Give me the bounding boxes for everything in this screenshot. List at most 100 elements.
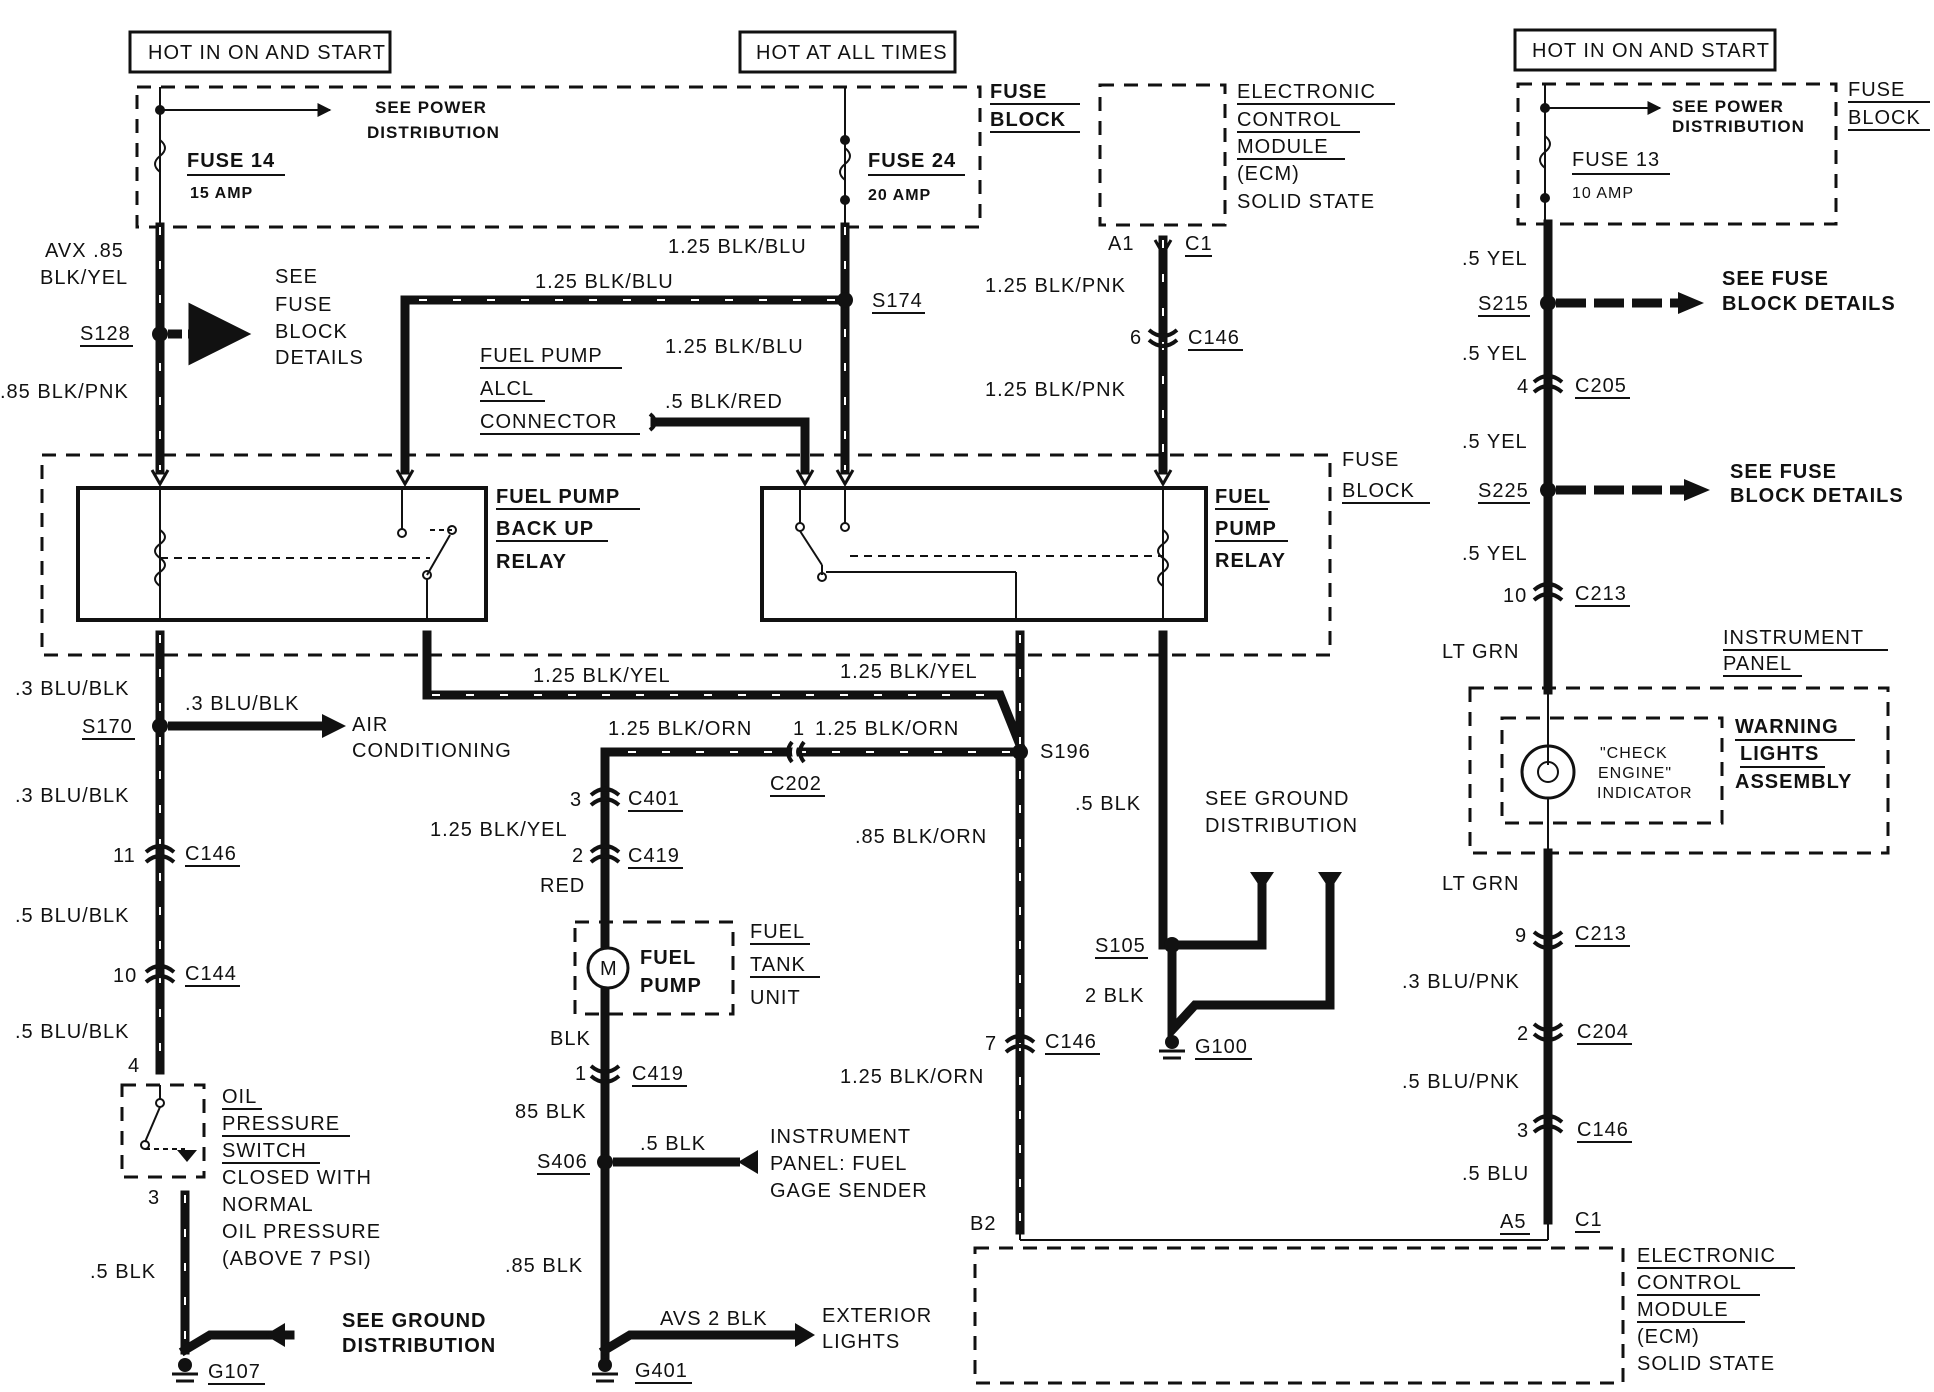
left-c144-pin: 10: [113, 965, 137, 987]
ecm-top-line4: (ECM): [1237, 163, 1300, 185]
ecm-bottom: ELECTRONIC CONTROL MODULE (ECM) SOLID ST…: [973, 1220, 1795, 1385]
see-fuse-arrow-1-icon: [1678, 292, 1704, 314]
see-power-distribution-r2: DISTRIBUTION: [1672, 117, 1805, 136]
splice-s170: S170: [82, 716, 133, 738]
power-label-right-text: HOT IN ON AND START: [1532, 40, 1770, 62]
right-wire-5: LT GRN: [1442, 641, 1520, 663]
right-see-fuse-2a: SEE FUSE: [1730, 461, 1837, 483]
c419-a: C419: [628, 845, 680, 867]
power-label-right: HOT IN ON AND START: [1513, 28, 1777, 72]
left-wire-5blk: .5 BLK: [90, 1261, 156, 1283]
left-wire-blublk-4: .5 BLU/BLK: [15, 1021, 130, 1043]
middle-circuit: 1.25 BLK/BLU S174 1.25 BLK/BLU 1.25 BLK/…: [150, 222, 1173, 1384]
c146-ecm-connector-icon: [1147, 328, 1179, 338]
left-see-fuse-1: SEE: [275, 266, 318, 288]
left-wire-blublk-2: .3 BLU/BLK: [15, 785, 130, 807]
splice-s128: S128: [80, 323, 131, 345]
air-conditioning-2: CONDITIONING: [352, 740, 512, 762]
fuse-block-right-title2: BLOCK: [1848, 107, 1921, 129]
wire-blkblu-b: 1.25 BLK/BLU: [535, 271, 674, 293]
wire-85blk-b: .85 BLK: [505, 1255, 583, 1277]
fuse-14-icon: [154, 139, 166, 173]
see-power-distribution-2: DISTRIBUTION: [367, 123, 500, 142]
ecm-bottom-line4: (ECM): [1637, 1326, 1700, 1348]
fuse-13-icon: [1539, 135, 1551, 169]
ecm-bottom-line2: CONTROL: [1637, 1272, 1742, 1294]
alcl-label-3: CONNECTOR: [480, 411, 618, 433]
left-see-fuse-3: BLOCK: [275, 321, 348, 343]
fuse-block-mid-title2: BLOCK: [1342, 480, 1415, 502]
c213-a-connector-icon: [1532, 582, 1564, 592]
exterior-lights-arrow-icon: [795, 1323, 815, 1347]
c213-pin-b: 9: [1515, 925, 1527, 947]
fuse-block-top-title2: BLOCK: [990, 109, 1066, 131]
left-wire-blkyel: BLK/YEL: [40, 267, 128, 289]
ecm-bottom-line3: MODULE: [1637, 1299, 1729, 1321]
check-engine-2: ENGINE": [1598, 765, 1672, 782]
fpr-label3: RELAY: [1215, 550, 1286, 572]
fuel-pump-label-2: PUMP: [640, 975, 702, 997]
left-see-ground-1: SEE GROUND: [342, 1310, 486, 1332]
pin-b2: B2: [970, 1213, 996, 1235]
fuse-block-right: FUSE BLOCK SEE POWER DISTRIBUTION FUSE 1…: [1516, 79, 1930, 226]
fuse-14-label: FUSE 14: [187, 150, 275, 172]
ecm-top-line5: SOLID STATE: [1237, 191, 1375, 213]
fuse-13-amp: 10 AMP: [1572, 185, 1634, 202]
wire-blkblu-c: 1.25 BLK/BLU: [665, 336, 804, 358]
fuse-24-amp: 20 AMP: [868, 187, 931, 204]
splice-s196: S196: [1040, 741, 1091, 763]
backup-relay-label3: RELAY: [496, 551, 567, 573]
left-wire-blublk-1: .3 BLU/BLK: [15, 678, 130, 700]
wire-blkyel-c: 1.25 BLK/YEL: [430, 819, 568, 841]
motor-label: M: [600, 958, 618, 980]
ground-dist-arrow-1-icon: [1250, 872, 1274, 890]
alcl-label-2: ALCL: [480, 378, 534, 400]
right-wire-7: .3 BLU/PNK: [1402, 971, 1520, 993]
fuel-tank-label-2: TANK: [750, 954, 806, 976]
left-wire-avx: AVX .85: [45, 240, 124, 262]
c419-a-connector-icon: [589, 844, 621, 854]
fuse-block-top-title: FUSE: [990, 81, 1047, 103]
c146-mid-connector-icon: [1004, 1034, 1036, 1044]
exterior-lights-2: LIGHTS: [822, 1331, 900, 1353]
ip-gage-3: GAGE SENDER: [770, 1180, 928, 1202]
wire-85blk: 85 BLK: [515, 1101, 587, 1123]
ecm-c146: C146: [1188, 327, 1240, 349]
left-s170-branch-wire: .3 BLU/BLK: [185, 693, 300, 715]
oil-label-1: OIL: [222, 1086, 257, 1108]
see-power-distribution-1: SEE POWER: [375, 98, 487, 117]
alcl-wire: .5 BLK/RED: [665, 391, 783, 413]
left-c144: C144: [185, 963, 237, 985]
ecm-top-line1: ELECTRONIC: [1237, 81, 1376, 103]
splice-s406: S406: [537, 1151, 588, 1173]
c146-left-connector-icon: [144, 844, 176, 854]
pin-c1: C1: [1575, 1209, 1603, 1231]
splice-s174: S174: [872, 290, 923, 312]
right-see-fuse-1b: BLOCK DETAILS: [1722, 293, 1896, 315]
backup-relay-label1: FUEL PUMP: [496, 486, 620, 508]
warning-lights-3: ASSEMBLY: [1735, 771, 1852, 793]
warning-lights-1: WARNING: [1735, 716, 1839, 738]
c419-b: C419: [632, 1063, 684, 1085]
right-wire-1: .5 YEL: [1462, 248, 1528, 270]
backup-relay-label2: BACK UP: [496, 518, 594, 540]
fpr-label1: FUEL: [1215, 486, 1271, 508]
c204: C204: [1577, 1021, 1629, 1043]
c419-b-connector-icon: [589, 1064, 621, 1074]
c205-connector-icon: [1532, 374, 1564, 384]
power-label-left-text: HOT IN ON AND START: [148, 42, 386, 64]
air-conditioning-1: AIR: [352, 714, 388, 736]
left-wire-blublk-3: .5 BLU/BLK: [15, 905, 130, 927]
c401-connector-icon: [589, 787, 621, 797]
right-see-fuse-1a: SEE FUSE: [1722, 268, 1829, 290]
ecm-top-pin: A1: [1108, 233, 1134, 255]
c419-pin-a: 2: [572, 845, 584, 867]
c204-pin: 2: [1517, 1023, 1529, 1045]
see-fuse-arrow-2-icon: [1684, 479, 1710, 501]
right-wire-6: LT GRN: [1442, 873, 1520, 895]
right-c146-pin: 3: [1517, 1120, 1529, 1142]
ground-g401-icon: [592, 1358, 618, 1383]
c213-pin-a: 10: [1503, 585, 1527, 607]
fuse-24-icon: [839, 147, 851, 181]
